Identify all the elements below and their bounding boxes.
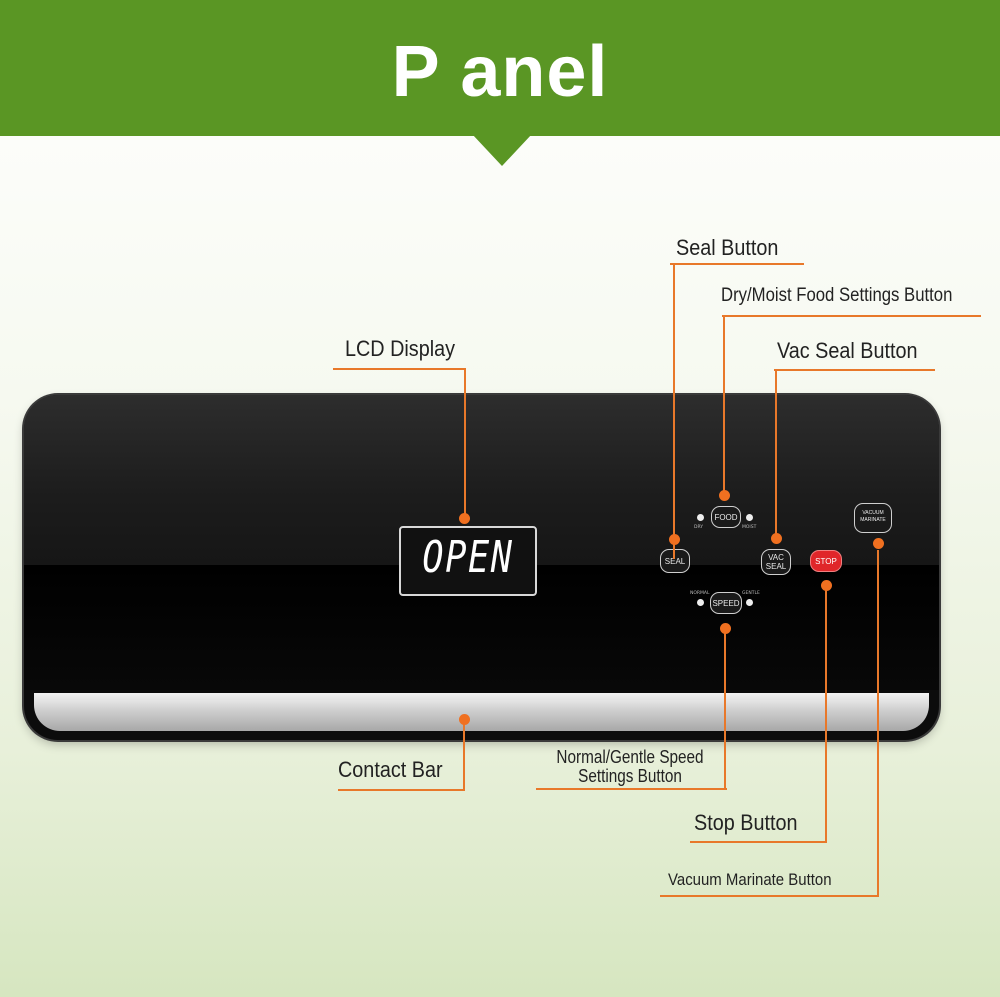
dry-indicator-led <box>697 514 704 521</box>
dry-label: DRY <box>694 525 704 530</box>
food-button-callout-dot <box>719 490 730 501</box>
lcd-display: OPEN <box>399 526 537 596</box>
vacuum-marinate-button-callout-dot <box>873 538 884 549</box>
speed-button[interactable]: SPEED <box>710 592 742 614</box>
contact-bar-callout-label: Contact Bar <box>338 757 443 782</box>
food-button-callout-underline <box>722 315 981 317</box>
vacuum-sealer-panel: OPEN DRY FOOD MOIST SEAL VAC SEAL STOP V… <box>24 395 939 740</box>
speed-button-callout-label: Normal/Gentle Speed Settings Button <box>545 748 715 786</box>
normal-indicator-led <box>697 599 704 606</box>
vac-seal-button-callout-label: Vac Seal Button <box>777 338 918 363</box>
gentle-indicator-led <box>746 599 753 606</box>
seal-button-callout-underline <box>670 263 804 265</box>
vac-seal-button[interactable]: VAC SEAL <box>761 549 791 575</box>
vacuum-marinate-label-line2: MARINATE <box>860 517 886 523</box>
gentle-label: GENTLE <box>742 591 760 596</box>
vacuum-marinate-button-callout-leader <box>877 550 879 897</box>
seal-button-callout-label: Seal Button <box>676 235 779 260</box>
food-button-callout-label: Dry/Moist Food Settings Button <box>721 285 953 306</box>
contact-bar-callout-dot <box>459 714 470 725</box>
vacuum-marinate-button[interactable]: VACUUM MARINATE <box>854 503 892 533</box>
speed-button-callout-underline <box>536 788 727 790</box>
stop-button-callout-underline <box>690 841 827 843</box>
vac-seal-label-line1: VAC <box>768 553 784 562</box>
lcd-display-callout-dot <box>459 513 470 524</box>
banner-pointer-arrow <box>472 134 532 166</box>
vacuum-marinate-button-callout-underline <box>660 895 879 897</box>
contact-bar-callout-underline <box>338 789 465 791</box>
vac-seal-label-line2: SEAL <box>765 562 787 571</box>
lcd-display-callout-underline <box>333 368 466 370</box>
vacuum-marinate-label-line1: VACUUM <box>862 510 884 516</box>
seal-button[interactable]: SEAL <box>660 549 690 573</box>
speed-button-callout-dot <box>720 623 731 634</box>
title-banner <box>0 0 1000 136</box>
seal-button-callout-dot <box>669 534 680 545</box>
speed-button-callout-leader <box>724 630 726 790</box>
lcd-display-text: OPEN <box>422 532 514 583</box>
speed-button-callout-line1: Normal/Gentle Speed <box>556 747 704 767</box>
food-button-callout-leader <box>723 315 725 495</box>
vac-seal-button-callout-leader <box>775 369 777 539</box>
speed-button-callout-line2: Settings Button <box>578 766 682 786</box>
vac-seal-button-callout-underline <box>774 369 935 371</box>
moist-indicator-led <box>746 514 753 521</box>
contact-bar <box>34 693 929 731</box>
lcd-display-callout-label: LCD Display <box>345 336 456 361</box>
moist-label: MOIST <box>742 525 757 530</box>
stop-button-callout-dot <box>821 580 832 591</box>
stop-button-callout-leader <box>825 590 827 843</box>
contact-bar-callout-leader <box>463 722 465 791</box>
stop-button-callout-label: Stop Button <box>694 810 798 835</box>
normal-label: NORMAL <box>690 591 710 596</box>
vacuum-marinate-button-callout-label: Vacuum Marinate Button <box>668 870 832 889</box>
stop-button[interactable]: STOP <box>810 550 842 572</box>
lcd-display-callout-leader <box>464 368 466 518</box>
food-button[interactable]: FOOD <box>711 506 741 528</box>
page-title: P anel <box>391 32 609 112</box>
seal-button-callout-leader <box>673 263 675 559</box>
vac-seal-button-callout-dot <box>771 533 782 544</box>
